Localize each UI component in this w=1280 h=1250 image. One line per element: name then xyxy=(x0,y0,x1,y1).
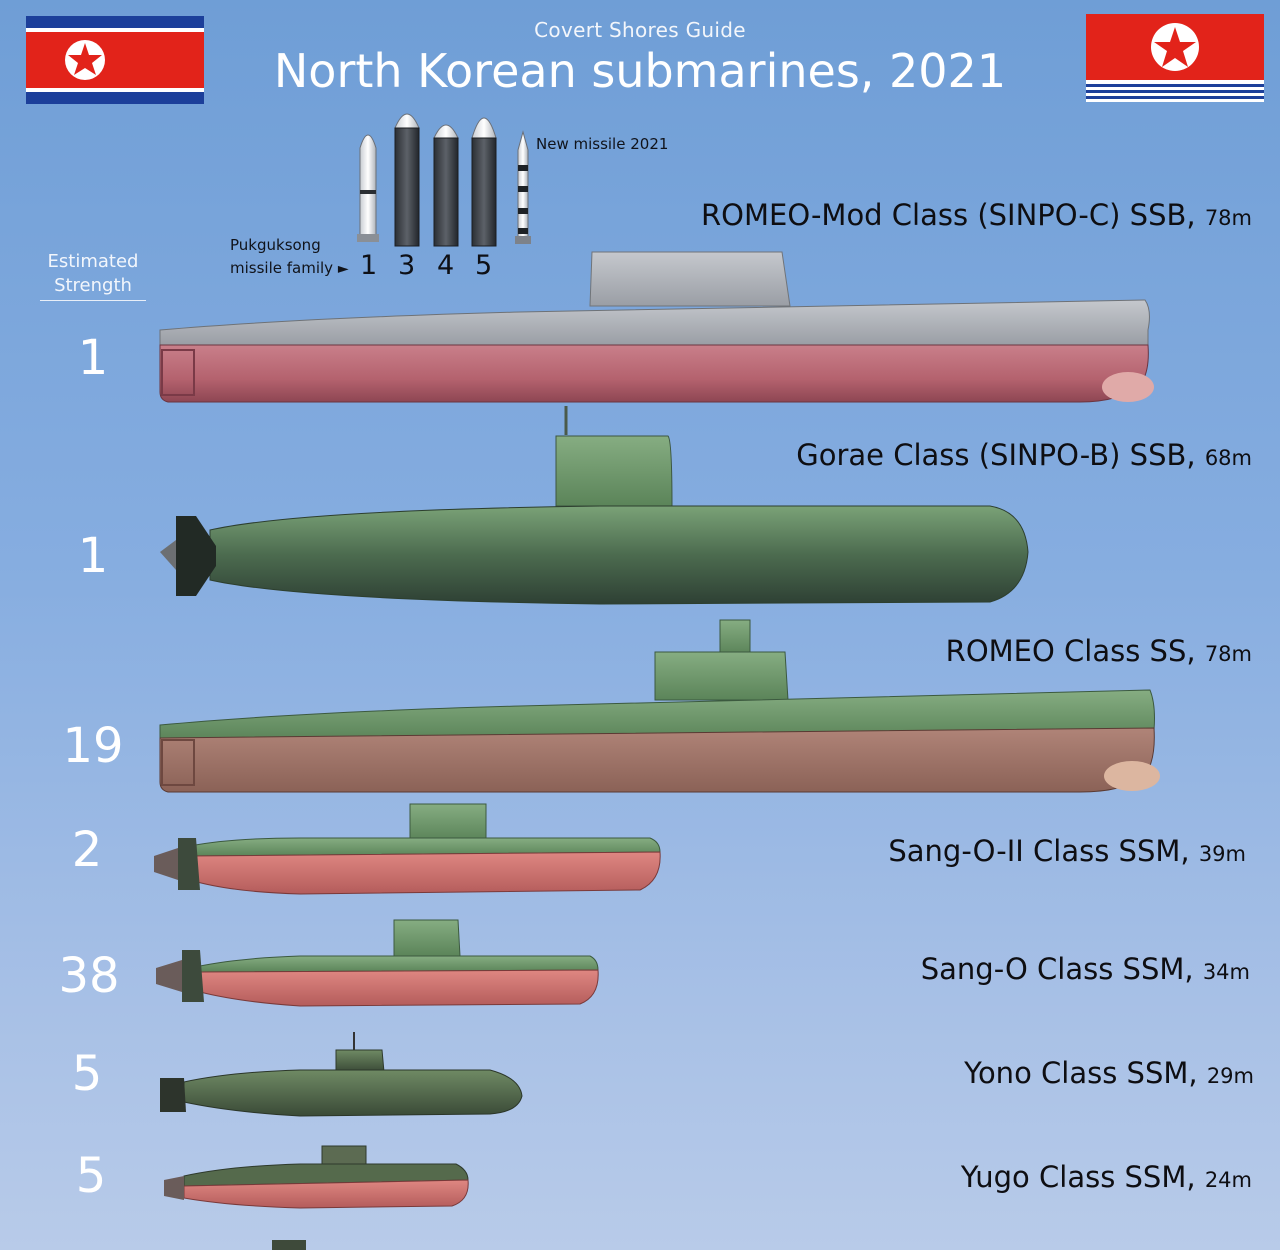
submarine-sang-o xyxy=(156,919,599,1007)
strength-romeo-mod: 1 xyxy=(77,330,109,386)
strength-sang-o-ii: 2 xyxy=(71,822,103,878)
missile-illustrations xyxy=(357,113,531,247)
strength-sang-o: 38 xyxy=(58,948,120,1004)
new-missile-label: New missile 2021 xyxy=(536,135,669,153)
label-sang-o-length: 34m xyxy=(1202,960,1250,984)
label-sang-o: Sang-O Class SSM, 34m xyxy=(921,952,1250,986)
label-romeo-name: ROMEO Class SS, xyxy=(945,634,1196,668)
strength-header-line1: Estimated xyxy=(47,251,139,272)
missile-family-line1: Pukguksong xyxy=(230,236,321,254)
label-yugo-name: Yugo Class SSM, xyxy=(960,1160,1196,1194)
label-sang-o-ii: Sang-O-II Class SSM, 39m xyxy=(888,834,1246,868)
submarine-gorae-sinpo-b xyxy=(160,406,1029,605)
label-sang-o-ii-name: Sang-O-II Class SSM, xyxy=(888,834,1190,868)
label-yono: Yono Class SSM, 29m xyxy=(964,1056,1254,1090)
submarine-partial-bottom xyxy=(272,1240,306,1250)
arrow-icon: ► xyxy=(337,261,349,277)
label-romeo-mod-name: ROMEO-Mod Class (SINPO-C) SSB, xyxy=(701,198,1196,232)
label-sang-o-name: Sang-O Class SSM, xyxy=(920,952,1194,986)
missile-number-1: 1 xyxy=(360,250,378,281)
missile-number-5: 5 xyxy=(475,250,493,281)
missile-new-2021 xyxy=(515,130,531,244)
missile-pukguksong-4 xyxy=(433,124,459,247)
missile-number-3: 3 xyxy=(398,250,416,281)
page-title: North Korean submarines, 2021 xyxy=(273,44,1007,98)
missile-number-4: 4 xyxy=(437,250,455,281)
missile-pukguksong-3 xyxy=(394,113,420,247)
missile-family-label: Pukguksong missile family ► xyxy=(230,234,349,281)
missile-family-line2: missile family xyxy=(230,259,334,277)
dprk-naval-flag-right xyxy=(1086,14,1264,102)
label-yugo-length: 24m xyxy=(1204,1168,1252,1192)
submarine-yugo xyxy=(164,1145,469,1209)
dprk-flag-left xyxy=(26,16,204,104)
label-gorae-name: Gorae Class (SINPO-B) SSB, xyxy=(796,438,1196,472)
label-romeo: ROMEO Class SS, 78m xyxy=(946,634,1252,668)
submarine-romeo xyxy=(159,619,1160,793)
submarine-romeo-mod-sinpo-c xyxy=(159,251,1154,403)
label-yono-length: 29m xyxy=(1206,1064,1254,1088)
strength-gorae: 1 xyxy=(77,528,109,584)
label-gorae: Gorae Class (SINPO-B) SSB, 68m xyxy=(796,438,1252,472)
missile-pukguksong-5 xyxy=(471,117,497,247)
strength-yono: 5 xyxy=(71,1046,103,1102)
strength-header: Estimated Strength xyxy=(40,250,146,301)
missile-pukguksong-1 xyxy=(357,134,379,242)
label-romeo-mod: ROMEO-Mod Class (SINPO-C) SSB, 78m xyxy=(701,198,1252,232)
strength-header-line2: Strength xyxy=(54,275,132,296)
label-yono-name: Yono Class SSM, xyxy=(964,1056,1198,1090)
label-yugo: Yugo Class SSM, 24m xyxy=(961,1160,1252,1194)
submarine-sang-o-ii xyxy=(154,803,661,895)
label-romeo-mod-length: 78m xyxy=(1204,206,1252,230)
strength-romeo: 19 xyxy=(62,718,124,774)
guide-subtitle: Covert Shores Guide xyxy=(534,18,746,42)
label-gorae-length: 68m xyxy=(1204,446,1252,470)
submarine-yono xyxy=(160,1032,523,1117)
label-sang-o-ii-length: 39m xyxy=(1198,842,1246,866)
label-romeo-length: 78m xyxy=(1204,642,1252,666)
strength-yugo: 5 xyxy=(75,1148,107,1204)
